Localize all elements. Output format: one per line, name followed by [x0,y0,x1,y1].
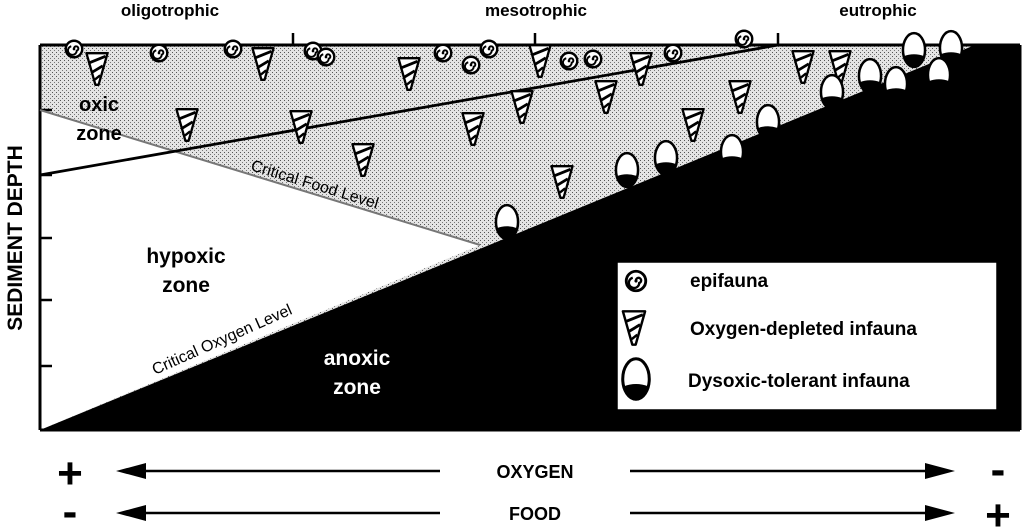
oxic-zone-label-2: zone [76,123,122,145]
epifauna-icon [461,55,481,75]
oxygen-plus-sign: + [57,449,83,498]
left-arrowhead [116,505,146,521]
hypoxic-zone-label-2: zone [162,274,210,297]
epifauna-icon [433,43,453,63]
oxygen-minus-sign: - [991,445,1006,494]
top-ticks [291,33,780,45]
header-oligotrophic: oligotrophic [121,1,219,20]
dysoxic-tolerant-infauna-icon [621,357,651,403]
food-label: FOOD [509,504,561,524]
epifauna-icon [734,29,754,49]
food-plus-sign: + [985,491,1011,531]
dysoxic-tolerant-infauna-icon [926,56,952,95]
oxygen-label: OXYGEN [496,462,573,482]
dysoxic-tolerant-infauna-icon [883,65,909,104]
epifauna-icon [663,43,683,63]
dysoxic-tolerant-infauna-icon [755,103,781,142]
food-minus-sign: - [63,487,78,531]
food-gradient: - FOOD + [63,487,1011,531]
epifauna-icon [64,39,84,59]
dysoxic-tolerant-infauna-icon [653,139,679,178]
anoxic-zone-label-2: zone [333,376,381,399]
right-arrowhead [925,505,955,521]
anoxic-zone-label-1: anoxic [324,347,391,370]
dysoxic-tolerant-infauna-icon [719,133,745,172]
legend: epifauna Oxygen-depleted infauna Dysoxic… [616,261,998,411]
dysoxic-tolerant-infauna-icon [494,203,520,242]
header-mesotrophic: mesotrophic [485,1,587,20]
epifauna-icon [223,39,243,59]
header-eutrophic: eutrophic [839,1,916,20]
oxygen-boundary-line [39,43,779,177]
epifauna-icon [316,47,336,67]
left-arrowhead [116,463,146,479]
dysoxic-tolerant-infauna-icon [857,57,883,96]
sediment-depth-label: SEDIMENT DEPTH [4,145,27,331]
epifauna-icon [479,39,499,59]
epifauna-icon [559,51,579,71]
oxygen-gradient: + OXYGEN - [57,445,1005,498]
dysoxic-tolerant-infauna-icon [901,31,927,70]
hypoxic-region [40,110,480,430]
legend-label-epifauna: epifauna [690,271,769,292]
epifauna-icon [624,269,648,293]
legend-label-dysoxic-tolerant-infauna: Dysoxic-tolerant infauna [688,371,910,392]
legend-label-oxygen-depleted-infauna: Oxygen-depleted infauna [690,319,917,340]
epifauna-icon [583,49,603,69]
depth-ticks [40,108,1020,368]
dysoxic-tolerant-infauna-icon [819,73,845,112]
right-arrowhead [925,463,955,479]
dysoxic-tolerant-infauna-icon [614,151,640,190]
oxic-zone-label-1: oxic [79,94,119,116]
hypoxic-zone-label-1: hypoxic [146,245,226,268]
epifauna-icon [149,43,169,63]
critical-food-level-line [39,109,481,246]
